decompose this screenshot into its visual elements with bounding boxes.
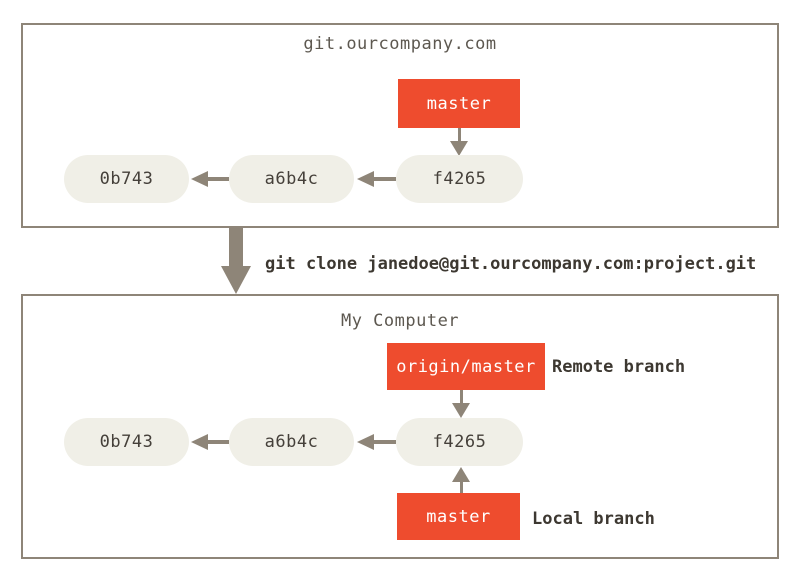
arrow-down-shaft [460,390,463,404]
arrow-down-icon [450,141,468,156]
arrow-left-shaft [207,177,229,181]
arrow-up-shaft [460,480,463,493]
arrow-left-icon [357,434,374,450]
arrow-left-shaft [207,440,229,444]
commit-id: 0b743 [99,169,154,189]
arrow-left-icon [191,434,208,450]
local-computer-title: My Computer [340,311,460,331]
clone-command: git clone janedoe@git.ourcompany.com:pro… [265,254,757,274]
commit-bubble: a6b4c [229,155,354,203]
commit-id: f4265 [432,169,487,189]
arrow-down-shaft [458,128,461,142]
clone-arrow-icon [221,266,251,294]
origin-master-branch-box: origin/master [387,343,545,390]
commit-bubble: a6b4c [229,418,354,466]
arrow-left-shaft [373,440,396,444]
arrow-up-icon [452,467,470,482]
clone-arrow-shaft [229,228,243,266]
local-computer-box [21,294,779,559]
arrow-left-icon [357,171,374,187]
commit-bubble: 0b743 [64,418,189,466]
local-master-branch-box: master [397,493,520,540]
remote-master-branch-label: master [426,93,492,114]
remote-master-branch-box: master [398,79,520,128]
remote-branch-annotation: Remote branch [552,357,686,377]
commit-bubble: 0b743 [64,155,189,203]
arrow-left-icon [191,171,208,187]
arrow-left-shaft [373,177,396,181]
commit-id: f4265 [432,432,487,452]
commit-id: a6b4c [264,432,319,452]
remote-server-box [21,23,779,228]
commit-id: a6b4c [264,169,319,189]
remote-server-title: git.ourcompany.com [303,34,497,54]
arrow-down-icon [452,403,470,418]
commit-id: 0b743 [99,432,154,452]
commit-bubble: f4265 [396,155,523,203]
origin-master-branch-label: origin/master [396,356,536,377]
commit-bubble: f4265 [396,418,523,466]
local-branch-annotation: Local branch [532,509,655,529]
local-master-branch-label: master [426,506,491,527]
